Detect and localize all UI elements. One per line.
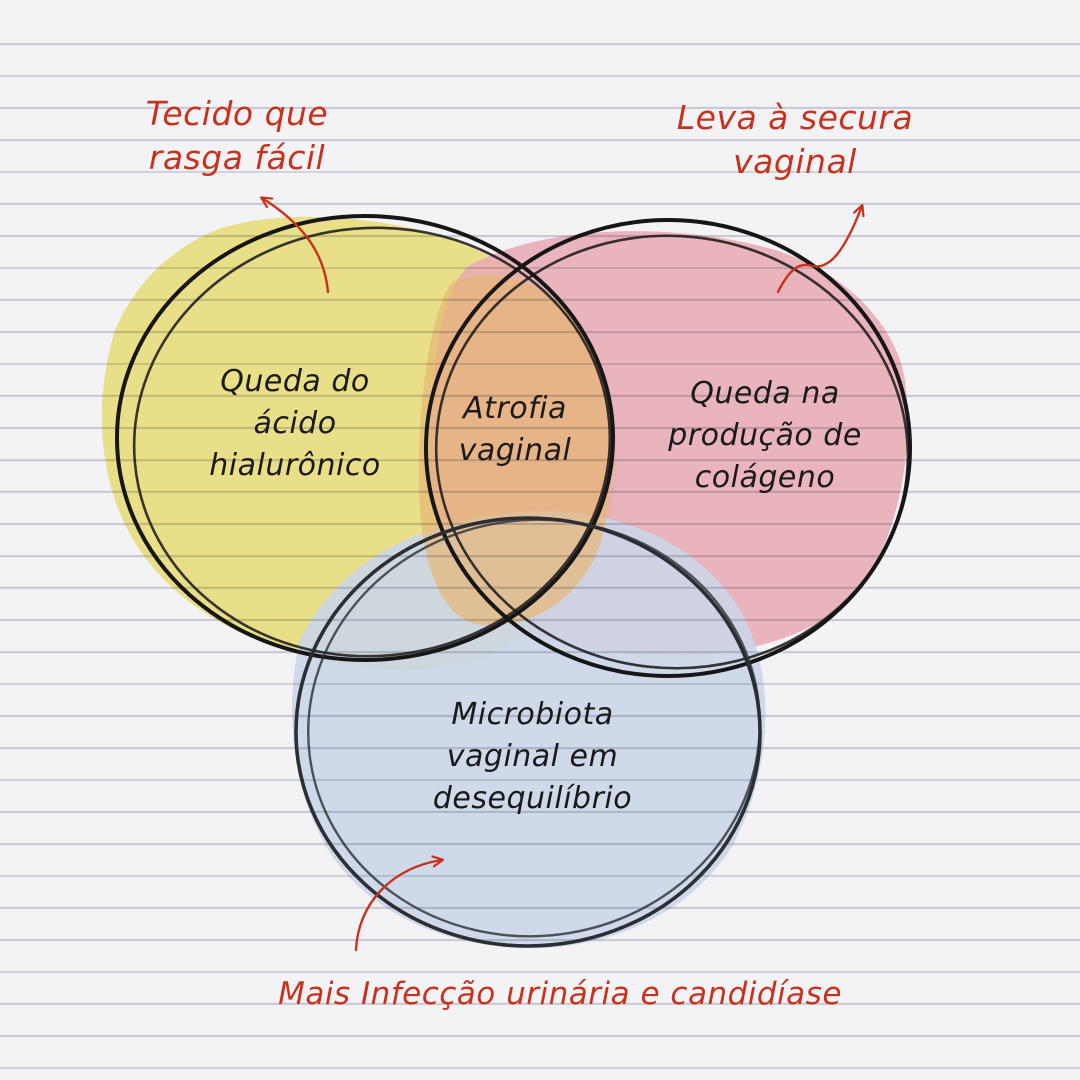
- circle-outlines: [115, 214, 912, 948]
- yellow-circle-label: Queda do ácido hialurônico: [209, 364, 381, 483]
- pink-circle-label: Queda na produção de colágeno: [668, 376, 862, 495]
- pink-annotation: Leva à secura vaginal: [676, 98, 914, 181]
- pink-circle-outline: [424, 218, 912, 678]
- intersection-fill: [418, 275, 612, 626]
- yellow-circle-outline-sketch: [132, 226, 612, 658]
- blue-annotation: Mais Infecção urinária e candidíase: [278, 976, 842, 1012]
- yellow-annotation: Tecido que rasga fácil: [145, 94, 329, 177]
- intersection-label: Atrofia vaginal: [458, 391, 572, 468]
- circle-fills: [101, 216, 908, 949]
- yellow-circle-outline: [115, 214, 615, 662]
- pink-circle-outline-sketch: [434, 234, 910, 670]
- blue-circle-outline-sketch: [307, 518, 761, 938]
- arrow-yellow-icon: [262, 198, 330, 294]
- blue-fill: [292, 511, 766, 949]
- annotation-arrows: [262, 198, 862, 952]
- blue-circle-label: Microbiota vaginal em desequilíbrio: [432, 697, 633, 816]
- arrow-pink-icon: [776, 206, 862, 294]
- arrow-blue-icon: [354, 860, 442, 952]
